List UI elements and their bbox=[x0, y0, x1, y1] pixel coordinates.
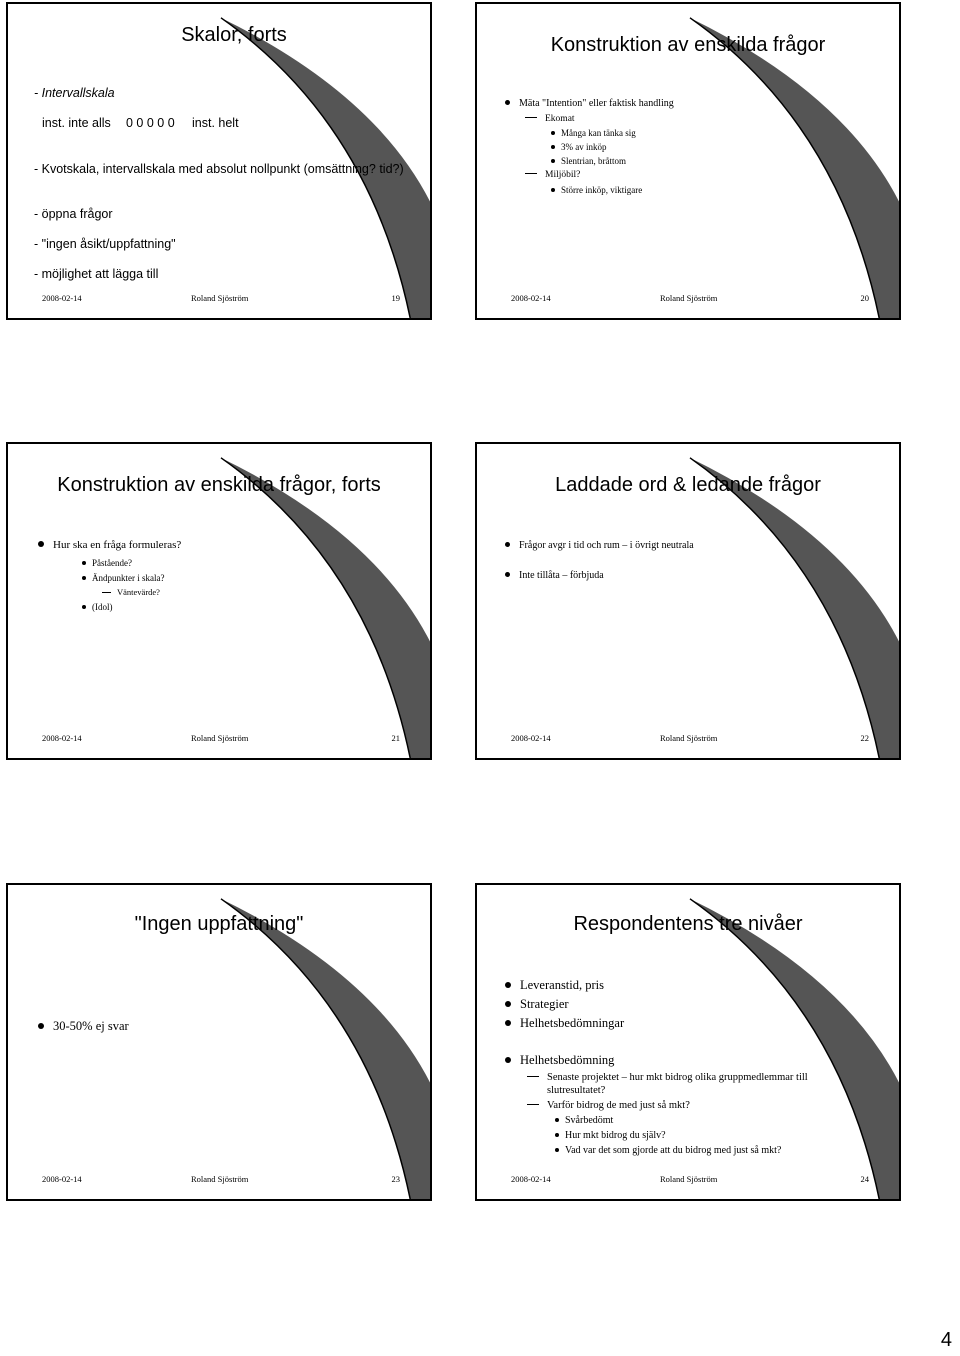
footer-slide-number: 23 bbox=[391, 1174, 401, 1184]
list-item: slutresultatet? bbox=[547, 1085, 606, 1096]
curve-decoration bbox=[220, 17, 430, 318]
footer-author: Roland Sjöström bbox=[191, 733, 249, 743]
footer-slide-number: 21 bbox=[391, 733, 401, 743]
slide-footer: 2008-02-14 Roland Sjöström 21 bbox=[8, 733, 430, 747]
curve-decoration bbox=[689, 457, 899, 758]
curve-decoration bbox=[220, 457, 430, 758]
list-item: Helhetsbedömning bbox=[505, 1053, 614, 1068]
list-item: Större inköp, viktigare bbox=[551, 185, 642, 195]
slide-23: "Ingen uppfattning" 30-50% ej svar 2008-… bbox=[6, 883, 432, 1201]
list-item: Hur ska en fråga formuleras? bbox=[38, 539, 181, 551]
list-item: Senaste projektet – hur mkt bidrog olika… bbox=[527, 1072, 808, 1083]
footer-slide-number: 19 bbox=[391, 293, 401, 303]
list-item: Vad var det som gjorde att du bidrog med… bbox=[555, 1145, 781, 1156]
text-line: - Kvotskala, intervallskala med absolut … bbox=[34, 162, 404, 176]
footer-author: Roland Sjöström bbox=[660, 293, 718, 303]
list-item: Strategier bbox=[505, 997, 569, 1012]
list-item: Många kan tänka sig bbox=[551, 128, 636, 138]
slide-footer: 2008-02-14 Roland Sjöström 24 bbox=[477, 1174, 899, 1188]
footer-author: Roland Sjöström bbox=[191, 1174, 249, 1184]
slide-title: "Ingen uppfattning" bbox=[134, 913, 304, 935]
slide-title: Konstruktion av enskilda frågor bbox=[550, 34, 826, 56]
curve-decoration bbox=[689, 898, 899, 1199]
slide-19: Skalor, forts - Intervallskala inst. int… bbox=[6, 2, 432, 320]
slide-title: Laddade ord & ledande frågor bbox=[555, 474, 821, 496]
footer-date: 2008-02-14 bbox=[42, 1174, 82, 1184]
text-line: - Intervallskala bbox=[34, 86, 115, 100]
curve-decoration bbox=[220, 898, 430, 1199]
text-line: inst. helt bbox=[192, 116, 239, 130]
list-item: Leveranstid, pris bbox=[505, 978, 604, 993]
footer-slide-number: 22 bbox=[860, 733, 870, 743]
slide-title: Konstruktion av enskilda frågor, forts bbox=[57, 474, 381, 496]
text-line: - möjlighet att lägga till bbox=[34, 267, 159, 281]
slide-title: Respondentens tre nivåer bbox=[573, 913, 803, 935]
slide-footer: 2008-02-14 Roland Sjöström 19 bbox=[8, 293, 430, 307]
curve-decoration bbox=[689, 17, 899, 318]
slide-24: Respondentens tre nivåer Leveranstid, pr… bbox=[475, 883, 901, 1201]
slide-footer: 2008-02-14 Roland Sjöström 20 bbox=[477, 293, 899, 307]
list-item: Ekomat bbox=[525, 114, 575, 124]
text-line: inst. inte alls bbox=[42, 116, 111, 130]
footer-date: 2008-02-14 bbox=[511, 293, 551, 303]
footer-date: 2008-02-14 bbox=[511, 733, 551, 743]
list-item: Ändpunkter i skala? bbox=[82, 573, 164, 583]
text-line: - öppna frågor bbox=[34, 207, 113, 221]
footer-date: 2008-02-14 bbox=[42, 733, 82, 743]
list-item: 3% av inköp bbox=[551, 142, 607, 152]
slide-22: Laddade ord & ledande frågor Frågor avgr… bbox=[475, 442, 901, 760]
slide-21: Konstruktion av enskilda frågor, forts H… bbox=[6, 442, 432, 760]
list-item: Påstående? bbox=[82, 558, 132, 568]
text-line: - "ingen åsikt/uppfattning" bbox=[34, 237, 176, 251]
footer-slide-number: 20 bbox=[860, 293, 870, 303]
list-item: Inte tillåta – förbjuda bbox=[505, 570, 604, 581]
footer-date: 2008-02-14 bbox=[42, 293, 82, 303]
list-item: Väntevärde? bbox=[102, 587, 160, 597]
page-number: 4 bbox=[940, 1329, 952, 1351]
list-item: Hur mkt bidrog du själv? bbox=[555, 1130, 666, 1141]
list-item: (Idol) bbox=[82, 602, 113, 612]
slide-title: Skalor, forts bbox=[181, 24, 287, 46]
slide-footer: 2008-02-14 Roland Sjöström 22 bbox=[477, 733, 899, 747]
footer-author: Roland Sjöström bbox=[660, 733, 718, 743]
slide-footer: 2008-02-14 Roland Sjöström 23 bbox=[8, 1174, 430, 1188]
text-line: 0 0 0 0 0 bbox=[126, 116, 175, 130]
footer-author: Roland Sjöström bbox=[191, 293, 249, 303]
footer-date: 2008-02-14 bbox=[511, 1174, 551, 1184]
list-item: Miljöbil? bbox=[525, 170, 580, 180]
list-item: 30-50% ej svar bbox=[38, 1019, 129, 1034]
list-item: Helhetsbedömningar bbox=[505, 1016, 624, 1031]
footer-slide-number: 24 bbox=[860, 1174, 870, 1184]
list-item: Slentrian, bråttom bbox=[551, 156, 626, 166]
list-item: Mäta "Intention" eller faktisk handling bbox=[505, 98, 674, 109]
list-item: Svårbedömt bbox=[555, 1115, 613, 1126]
list-item: Varför bidrog de med just så mkt? bbox=[527, 1100, 690, 1111]
footer-author: Roland Sjöström bbox=[660, 1174, 718, 1184]
slide-20: Konstruktion av enskilda frågor Mäta "In… bbox=[475, 2, 901, 320]
list-item: Frågor avgr i tid och rum – i övrigt neu… bbox=[505, 540, 694, 551]
